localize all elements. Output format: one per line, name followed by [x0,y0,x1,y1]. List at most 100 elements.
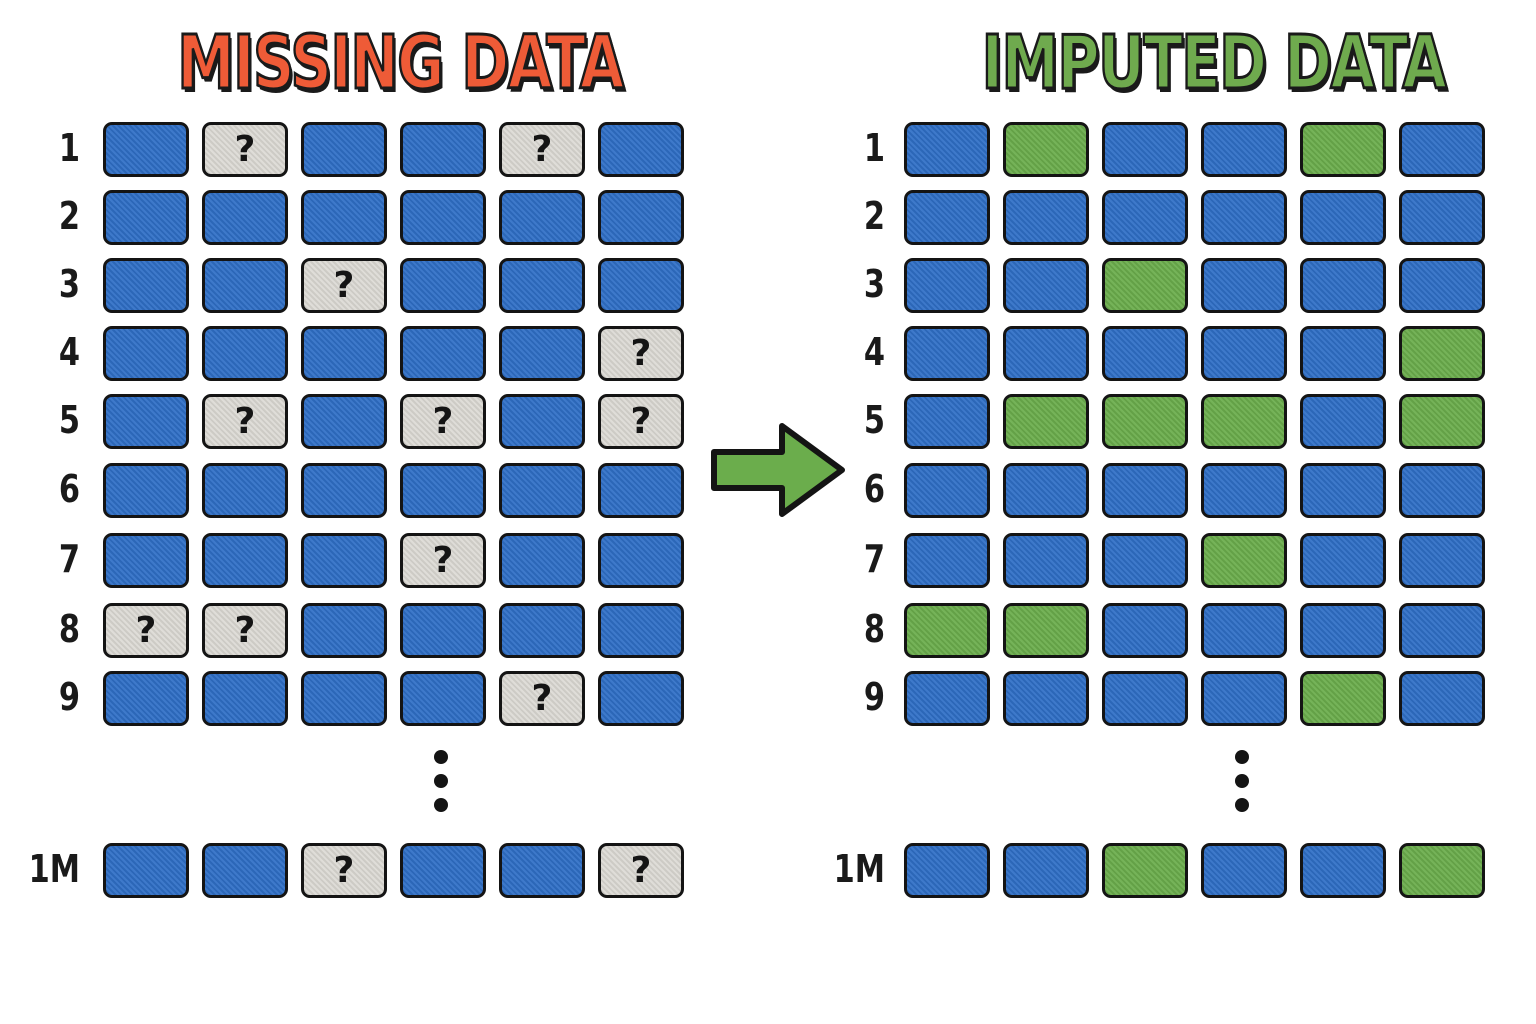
row-label: 1M [28,847,80,891]
observed-cell [301,603,387,658]
row-label: 5 [58,398,80,442]
observed-cell [400,122,486,177]
vertical-ellipsis-icon [1232,750,1252,820]
observed-cell [1300,258,1386,313]
missing-cell: ? [598,394,684,449]
observed-cell [202,463,288,518]
observed-cell [1300,326,1386,381]
observed-cell [904,394,990,449]
observed-cell [103,843,189,898]
observed-cell [1300,533,1386,588]
question-mark: ? [432,401,454,442]
observed-cell [103,394,189,449]
observed-cell [103,190,189,245]
missing-cell: ? [598,843,684,898]
observed-cell [103,326,189,381]
observed-cell [904,463,990,518]
observed-cell [1300,463,1386,518]
observed-cell [1201,190,1287,245]
missing-cell: ? [301,843,387,898]
right-arrow-icon [711,423,845,517]
observed-cell [1399,671,1485,726]
ellipsis-dot [1234,750,1249,764]
observed-cell [1003,843,1089,898]
observed-cell [103,258,189,313]
missing-cell: ? [301,258,387,313]
row-label: 7 [58,537,80,581]
observed-cell [1201,122,1287,177]
row-label: 2 [863,194,885,238]
row-label: 6 [863,467,885,511]
observed-cell [400,190,486,245]
row-label: 3 [58,262,80,306]
observed-cell [202,190,288,245]
missing-cell: ? [499,671,585,726]
imputed-cell [1201,533,1287,588]
observed-cell [1201,258,1287,313]
question-mark: ? [432,540,454,581]
ellipsis-dot [433,774,448,788]
observed-cell [499,533,585,588]
observed-cell [1003,671,1089,726]
question-mark: ? [333,265,355,306]
row-label: 8 [863,607,885,651]
vertical-ellipsis-icon [431,750,451,820]
observed-cell [301,190,387,245]
observed-cell [202,326,288,381]
observed-cell [1399,190,1485,245]
observed-cell [301,463,387,518]
observed-cell [1201,603,1287,658]
observed-cell [202,671,288,726]
observed-cell [1399,603,1485,658]
observed-cell [1102,190,1188,245]
question-mark: ? [333,850,355,891]
question-mark: ? [234,610,256,651]
observed-cell [1300,603,1386,658]
observed-cell [400,603,486,658]
row-label: 1 [863,126,885,170]
observed-cell [598,190,684,245]
observed-cell [1102,533,1188,588]
observed-cell [400,326,486,381]
observed-cell [1201,463,1287,518]
observed-cell [1399,258,1485,313]
observed-cell [1201,843,1287,898]
observed-cell [103,533,189,588]
imputed-cell [904,603,990,658]
imputed-cell [1003,122,1089,177]
observed-cell [1102,326,1188,381]
missing-cell: ? [598,326,684,381]
observed-cell [1102,122,1188,177]
row-label: 2 [58,194,80,238]
ellipsis-dot [1234,774,1249,788]
imputed-cell [1399,326,1485,381]
observed-cell [202,843,288,898]
imputed-cell [1102,394,1188,449]
row-label: 9 [58,675,80,719]
imputed-cell [1399,843,1485,898]
imputed-cell [1003,394,1089,449]
observed-cell [904,122,990,177]
observed-cell [598,671,684,726]
ellipsis-dot [433,750,448,764]
observed-cell [103,671,189,726]
observed-cell [1399,122,1485,177]
observed-cell [202,533,288,588]
observed-cell [904,533,990,588]
question-mark: ? [135,610,157,651]
observed-cell [400,671,486,726]
imputed-cell [1201,394,1287,449]
observed-cell [1102,671,1188,726]
observed-cell [598,533,684,588]
row-label: 6 [58,467,80,511]
observed-cell [499,603,585,658]
row-label: 5 [863,398,885,442]
observed-cell [1003,533,1089,588]
imputed-cell [1003,603,1089,658]
observed-cell [499,394,585,449]
observed-cell [400,843,486,898]
observed-cell [1003,258,1089,313]
observed-cell [1300,394,1386,449]
